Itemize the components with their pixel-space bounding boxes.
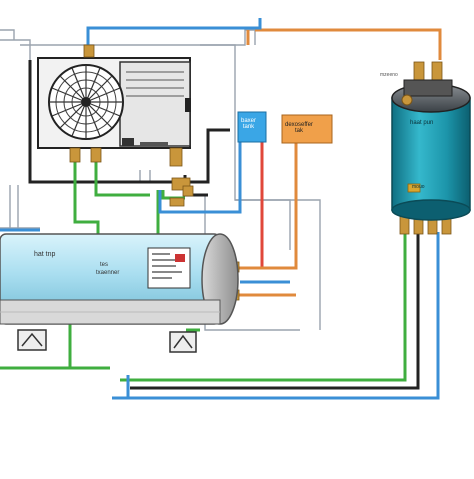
pipe-blue-top: [86, 18, 262, 60]
valve-icon: [401, 94, 413, 106]
hot-water-tank: [0, 233, 239, 353]
fan-icon: [48, 64, 124, 140]
tank-foot-left: [17, 329, 47, 351]
tank-plate-line1: tes: [100, 262, 109, 268]
pipe-red-group: [232, 142, 264, 270]
buffer-tank-label: baxer tank: [241, 118, 257, 130]
pipe-blue-group: [0, 142, 440, 400]
pipe-orange-group: [230, 30, 298, 297]
heat-pump-tank-label: haat pun: [410, 120, 434, 126]
pipe-orange-top: [255, 28, 442, 60]
tank-plate: [147, 247, 191, 289]
top-right-small-label: mzeeno: [380, 72, 398, 78]
outdoor-unit: [37, 57, 191, 149]
desuperheater-box: [281, 114, 333, 144]
left-tank-label: hat tnp: [34, 251, 56, 258]
heat-pump-tank: [391, 79, 471, 221]
pipe-green-group: [0, 150, 407, 382]
buffer-tank-box: [237, 111, 267, 143]
heat-pump-tank-sublabel: mouo: [412, 184, 425, 190]
pipe-black-group: [28, 60, 420, 390]
tank-plate-line2: txaenner: [96, 270, 120, 276]
tank-foot-right: [169, 331, 197, 353]
desuperheater-label: dexoseffer tak: [285, 122, 313, 134]
